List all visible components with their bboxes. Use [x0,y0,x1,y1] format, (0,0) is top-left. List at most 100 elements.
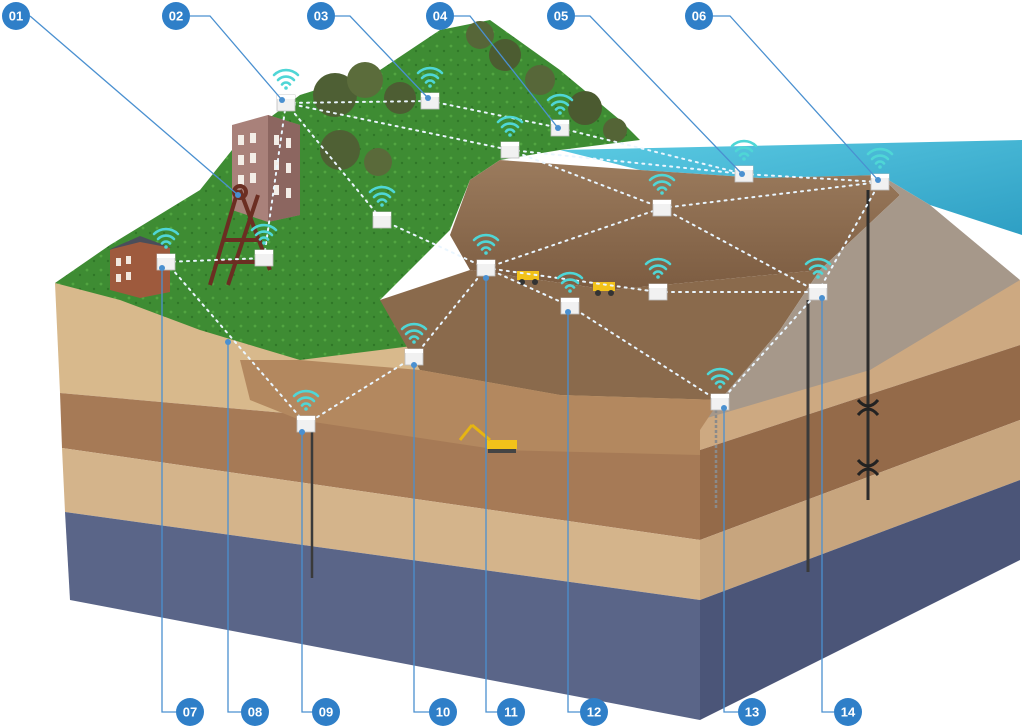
leader-anchor-03 [425,95,431,101]
leader-anchor-06 [875,177,881,183]
callout-label: 09 [319,705,333,720]
callout-06[interactable]: 06 [685,2,713,30]
leader-line-13 [723,408,738,713]
callout-badge [426,2,454,30]
open-pit-lower-bench [380,270,820,400]
small-house [110,238,170,298]
leader-anchor-01 [235,192,241,198]
mesh-link [509,149,663,209]
water-body [560,140,1022,235]
wifi-signal-icon [272,68,300,92]
callout-08[interactable]: 08 [241,698,269,726]
leader-anchor-14 [819,295,825,301]
inclinometer-joint-lower [856,458,880,477]
leader-anchor-10 [411,362,417,368]
haul-truck-1 [517,271,539,285]
leader-line-04 [454,15,559,129]
callout-badge [429,698,457,726]
leader-line-08 [227,342,241,713]
callout-05[interactable]: 05 [547,2,575,30]
leader-line-11 [485,278,497,713]
callout-label: 14 [841,705,856,720]
callout-markers: 01 02 03 04 05 06 07 08 09 10 11 12 13 14 [2,2,862,726]
mesh-link [661,181,881,209]
front-bedrock [65,512,700,720]
callout-label: 13 [745,705,759,720]
leader-anchor-02 [279,97,285,103]
callout-14[interactable]: 14 [834,698,862,726]
callout-badge [497,698,525,726]
callout-07[interactable]: 07 [176,698,204,726]
callout-10[interactable]: 10 [429,698,457,726]
front-sand-lower [62,448,700,600]
callout-11[interactable]: 11 [497,698,525,726]
leader-anchor-13 [721,405,727,411]
right-bedrock [700,480,1020,720]
leader-anchor-07 [159,265,165,271]
sensor-box [500,141,520,159]
callout-12[interactable]: 12 [580,698,608,726]
mesh-link [285,100,431,104]
tree-cluster [313,21,627,176]
callout-label: 05 [554,9,568,24]
mesh-link [165,257,265,263]
callout-badge [685,2,713,30]
callout-04[interactable]: 04 [426,2,454,30]
mesh-link [165,261,307,425]
leader-line-07 [161,268,176,713]
leader-line-09 [301,432,312,713]
inclinometer-joint-upper [856,398,880,417]
sensor-box [652,199,672,217]
callout-label: 06 [692,9,706,24]
callout-13[interactable]: 13 [738,698,766,726]
mesh-link [509,149,745,175]
mesh-link [661,207,819,293]
pit-floor [240,360,720,455]
callout-01[interactable]: 01 [2,2,30,30]
callout-label: 12 [587,705,601,720]
mine-buildings [108,115,300,298]
callout-badge [834,698,862,726]
sensor-box [420,92,440,110]
mesh-link [817,181,881,293]
boreholes [310,190,880,578]
callout-09[interactable]: 09 [312,698,340,726]
mesh-link [285,102,383,221]
sensor-box [372,211,392,229]
callout-badge [547,2,575,30]
mesh-link [285,102,511,151]
callout-badge [738,698,766,726]
leader-line-01 [29,15,239,196]
leader-anchor-09 [299,429,305,435]
callout-label: 10 [436,705,450,720]
excavator [458,423,517,453]
leader-line-12 [567,312,580,713]
front-clay-layer [60,393,700,540]
leader-anchor-08 [225,339,231,345]
mesh-link [569,305,721,403]
spoil-heap [700,175,1020,420]
sensor-box [254,249,274,267]
callout-badge [580,698,608,726]
callout-badge [176,698,204,726]
terrain-block [55,20,1022,720]
callout-02[interactable]: 02 [162,2,190,30]
sensor-node[interactable] [272,68,300,112]
sensor-box [296,415,316,433]
callout-03[interactable]: 03 [307,2,335,30]
mesh-link [413,267,487,358]
callout-label: 11 [504,705,518,720]
callout-label: 01 [9,9,23,24]
callout-badge [241,698,269,726]
callout-badge [307,2,335,30]
callout-badge [2,2,30,30]
leader-line-14 [821,298,834,713]
callout-label: 07 [183,705,197,720]
callout-label: 08 [248,705,262,720]
right-clay-layer [700,345,1020,540]
callout-badge [312,698,340,726]
leader-anchor-05 [739,171,745,177]
sensor-box [648,283,668,301]
mesh-link [743,173,881,183]
